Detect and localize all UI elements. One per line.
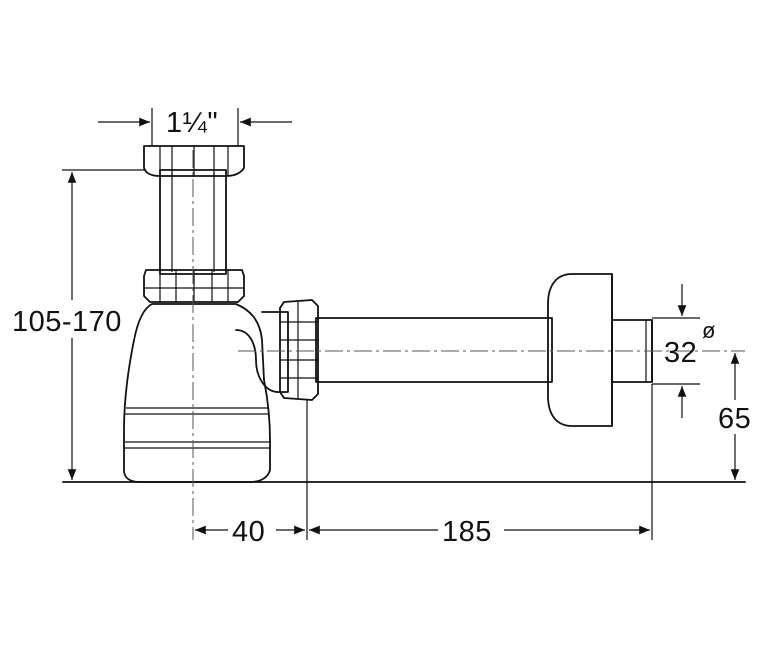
dimension-offset-40: 40 [195, 512, 305, 548]
dimension-outlet-height: 65 [716, 353, 758, 480]
outlet-height-label: 65 [718, 403, 751, 435]
wall-rosette [547, 273, 613, 427]
dimension-pipe-diameter: 32 ø [652, 284, 716, 418]
offset-40-label: 40 [232, 516, 265, 548]
outlet-pipe [315, 317, 553, 383]
inlet-thread-label: 1¼" [166, 107, 218, 139]
upper-nut [143, 145, 245, 177]
dimension-height-range: 105-170 [8, 169, 146, 480]
dimension-length-185: 185 [309, 512, 650, 548]
pipe-diameter-label: 32 [664, 337, 697, 369]
outlet-nut [279, 299, 319, 401]
bottle-nut [143, 269, 245, 303]
diameter-symbol: ø [702, 318, 716, 343]
trap-body [123, 303, 289, 483]
length-185-label: 185 [442, 516, 492, 548]
dimension-inlet-thread: 1¼" [98, 107, 292, 146]
height-range-label: 105-170 [12, 306, 122, 338]
